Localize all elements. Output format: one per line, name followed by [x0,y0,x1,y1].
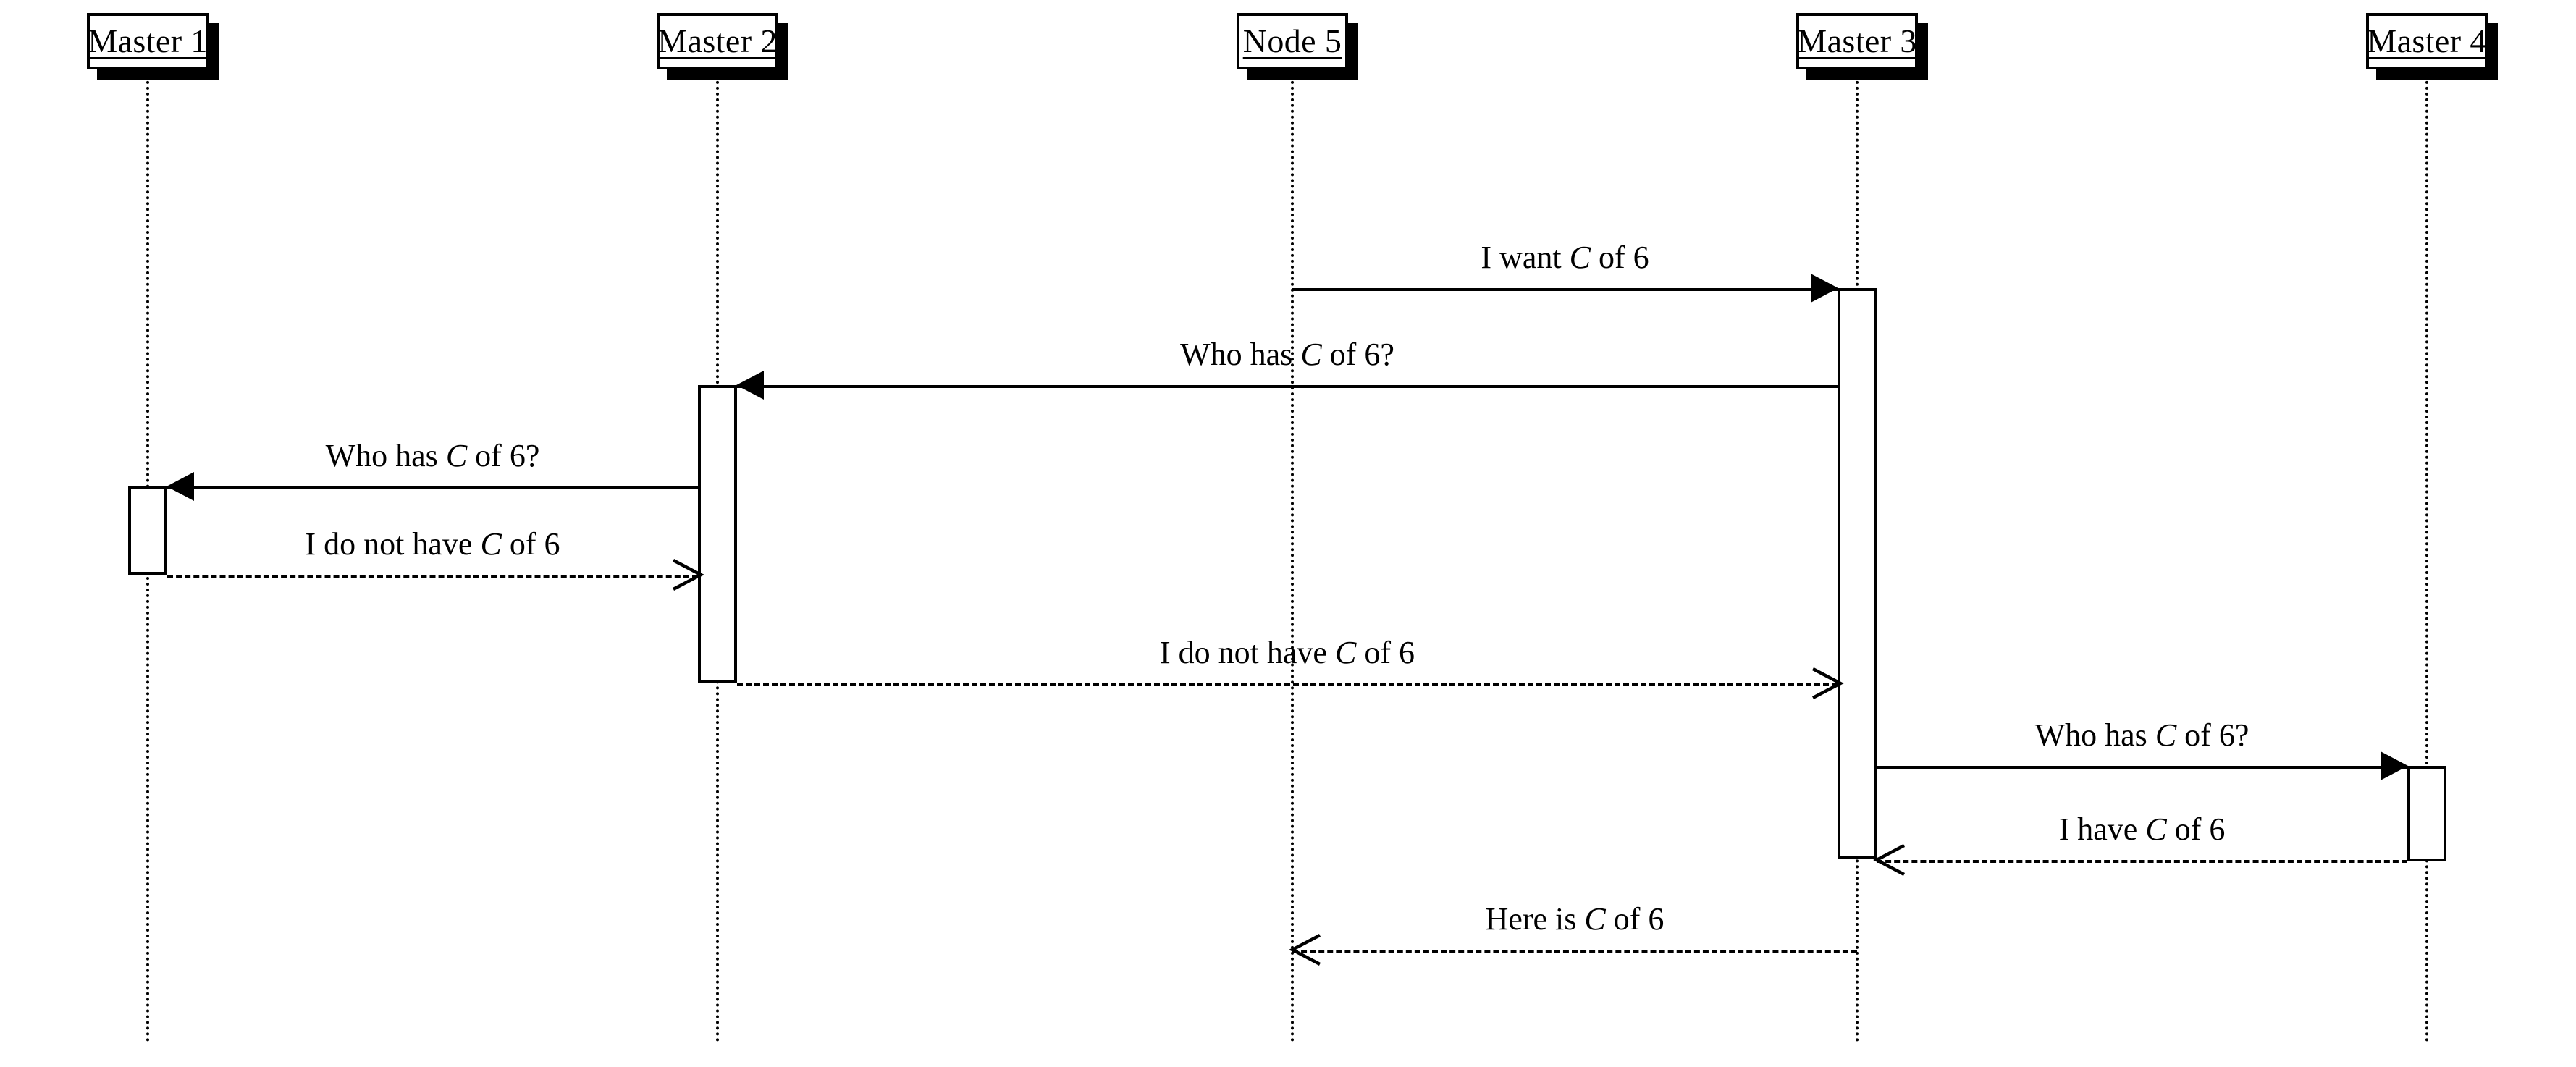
participant-node5[interactable]: Node 5 [1237,13,1358,80]
act-master2[interactable] [698,385,737,683]
participant-box: Node 5 [1237,13,1348,69]
participant-box: Master 2 [657,13,778,69]
filled-arrowhead-icon [1811,274,1838,303]
participant-master1[interactable]: Master 1 [87,13,219,80]
participant-master4[interactable]: Master 4 [2366,13,2498,80]
open-arrowhead-icon [1811,667,1844,700]
message-label: Who has C of 6? [1180,337,1394,372]
message-label: I do not have C of 6 [305,526,560,562]
message-line [737,683,1838,686]
filled-arrowhead-icon [2381,751,2408,780]
message-label: I want C of 6 [1481,240,1649,275]
participant-box: Master 4 [2366,13,2488,69]
message-line [1877,766,2407,769]
message-label: I do not have C of 6 [1160,635,1415,670]
participant-master3[interactable]: Master 3 [1796,13,1928,80]
message-label: Here is C of 6 [1485,901,1664,937]
participant-box: Master 1 [87,13,209,69]
participant-label: Node 5 [1242,22,1342,59]
participant-label: Master 2 [657,22,778,59]
participant-box: Master 3 [1796,13,1918,69]
open-arrowhead-icon [1289,933,1321,966]
act-master1[interactable] [128,486,167,575]
participant-label: Master 1 [88,22,208,59]
open-arrowhead-icon [672,558,704,591]
message-line [1292,950,1857,953]
message-label: Who has C of 6? [325,438,540,473]
lifeline-master4 [2425,69,2428,1042]
filled-arrowhead-icon [736,371,764,400]
act-master4[interactable] [2407,766,2446,861]
participant-label: Master 3 [1797,22,1917,59]
message-line [1877,860,2407,863]
open-arrowhead-icon [1873,843,1906,877]
message-line [167,575,698,578]
participant-master2[interactable]: Master 2 [657,13,788,80]
act-master3[interactable] [1838,288,1877,859]
filled-arrowhead-icon [167,472,194,501]
message-line [167,486,698,489]
message-line [737,385,1838,388]
message-line [1292,288,1838,291]
lifeline-node5 [1291,69,1294,1042]
participant-label: Master 4 [2367,22,2487,59]
message-label: Who has C of 6? [2034,717,2249,753]
message-label: I have C of 6 [2058,811,2226,847]
